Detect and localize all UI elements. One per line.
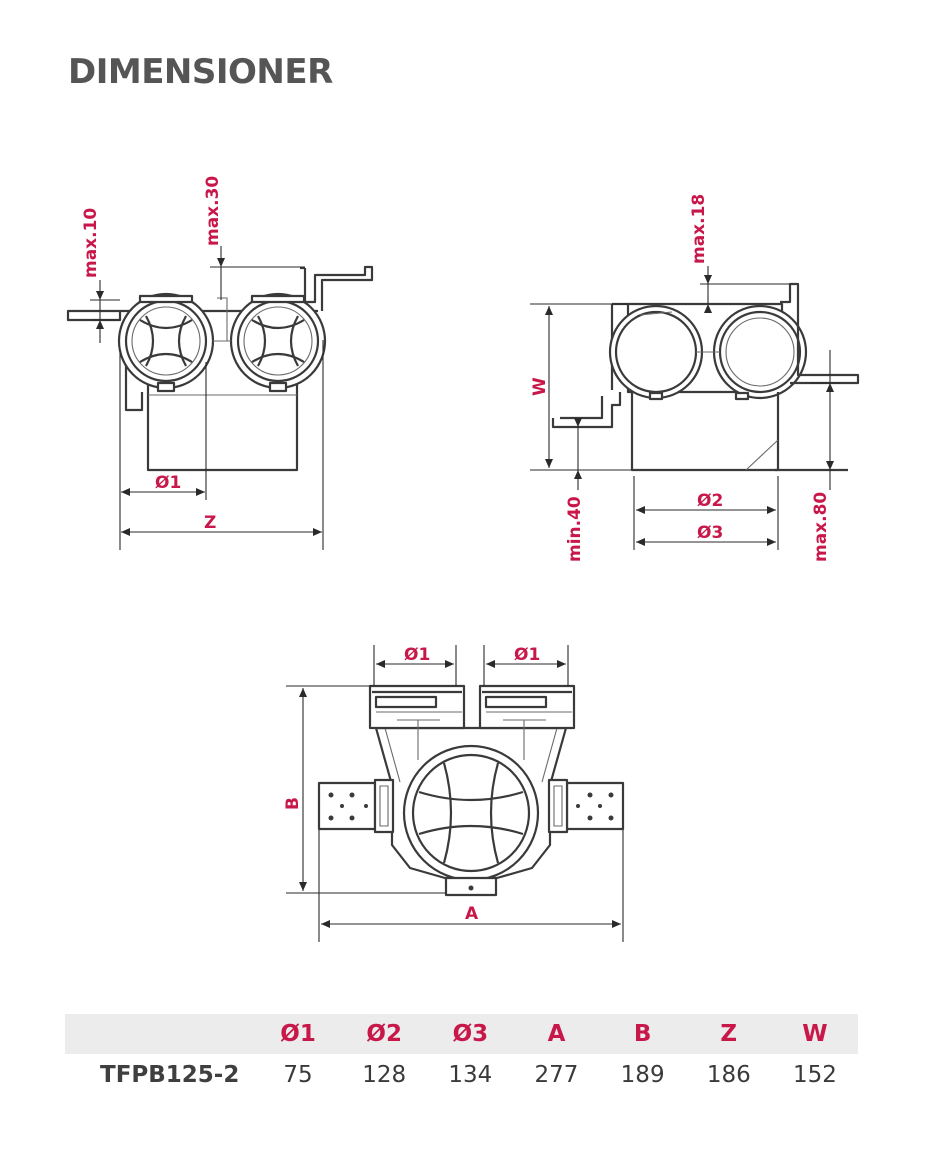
side-view xyxy=(530,266,860,550)
top-view xyxy=(286,645,625,942)
label-a: A xyxy=(465,904,479,924)
label-max80: max.80 xyxy=(811,492,831,562)
table-header-cell xyxy=(65,1014,255,1054)
label-front-d1: Ø1 xyxy=(155,473,181,493)
table-header-cell: Ø2 xyxy=(341,1014,428,1054)
table-header-cell: B xyxy=(599,1014,686,1054)
table-header-cell: W xyxy=(771,1014,858,1054)
label-min40: min.40 xyxy=(565,496,585,562)
table-cell: 277 xyxy=(534,1062,579,1088)
table-cell: 186 xyxy=(706,1062,751,1088)
front-view xyxy=(66,246,374,550)
table-cell: 134 xyxy=(448,1062,493,1088)
label-z: Z xyxy=(204,513,216,533)
table-header-cell: A xyxy=(513,1014,600,1054)
model-name: TFPB125-2 xyxy=(100,1062,240,1088)
label-w: W xyxy=(530,377,550,396)
label-d2: Ø2 xyxy=(697,491,723,511)
dimensions-table: Ø1 Ø2 Ø3 A B Z W TFPB125-2 75 128 134 27… xyxy=(65,1014,858,1096)
label-max10: max.10 xyxy=(81,208,101,278)
dimension-drawing: max.10 max.30 Ø1 Z xyxy=(66,176,860,942)
table-header-cell: Z xyxy=(685,1014,772,1054)
label-max30: max.30 xyxy=(203,176,223,246)
table-row: TFPB125-2 75 128 134 277 189 186 152 xyxy=(65,1054,858,1096)
table-header-cell: Ø3 xyxy=(427,1014,514,1054)
table-cell: 189 xyxy=(620,1062,665,1088)
table-cell: 152 xyxy=(792,1062,837,1088)
label-d3: Ø3 xyxy=(697,523,723,543)
table-header-row: Ø1 Ø2 Ø3 A B Z W xyxy=(65,1014,858,1054)
label-top-d1-left: Ø1 xyxy=(404,645,430,665)
table-cell: 128 xyxy=(362,1062,407,1088)
table-header-cell: Ø1 xyxy=(255,1014,342,1054)
label-top-d1-right: Ø1 xyxy=(514,645,540,665)
label-b: B xyxy=(283,797,303,810)
table-cell: 75 xyxy=(283,1062,313,1088)
label-max18: max.18 xyxy=(689,194,709,264)
page-title: DIMENSIONER xyxy=(68,52,333,92)
